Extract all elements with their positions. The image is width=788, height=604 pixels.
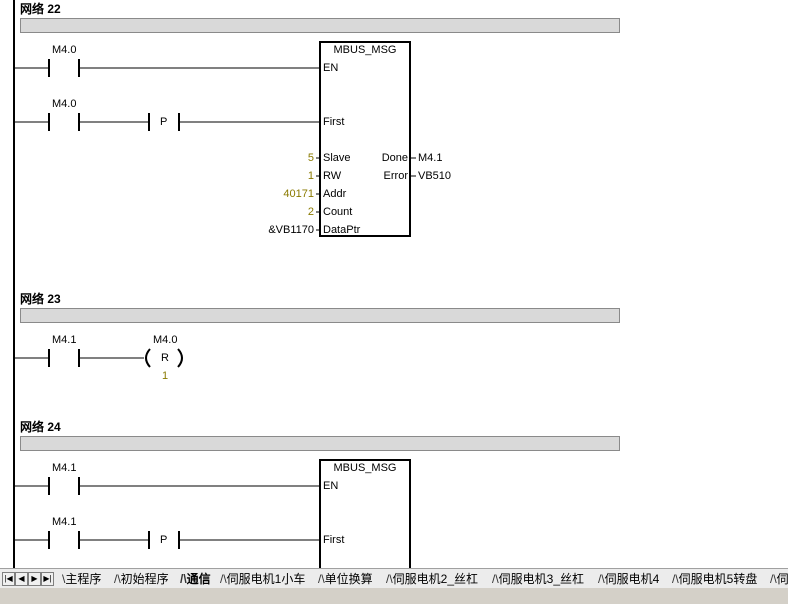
param-value-slave[interactable]: 5 — [307, 152, 314, 164]
tab-bar: |◀ ◀ ▶ ▶| \主程序 /\初始程序 /\通信 /\伺服电机1小车 /\单… — [0, 568, 788, 589]
block-input-label: EN — [323, 480, 339, 492]
coil-n23[interactable] — [145, 348, 183, 368]
tab-main-program[interactable]: \主程序 — [62, 572, 102, 586]
tab-label: 单位换算 — [324, 572, 373, 586]
block-input-label: First — [323, 116, 345, 128]
block-input-label: First — [323, 534, 345, 546]
edge-label: P — [160, 534, 168, 546]
block-title: MBUS_MSG — [333, 44, 397, 56]
contact-n23-1[interactable] — [14, 349, 144, 367]
block-title: MBUS_MSG — [333, 462, 397, 474]
param-value-dataptr[interactable]: &VB1170 — [268, 224, 314, 236]
network-title: 网络 24 — [20, 420, 61, 434]
block-input-label: Count — [323, 206, 353, 218]
contact-address: M4.1 — [52, 334, 77, 346]
block-output-label: Error — [383, 170, 408, 182]
nav-prev-button[interactable]: ◀ — [15, 572, 28, 586]
mbus-msg-block-n24[interactable] — [319, 459, 411, 568]
contact-n22-2[interactable] — [14, 113, 320, 131]
tab-label: 通信 — [186, 572, 211, 586]
tab-unit-convert[interactable]: /\单位换算 — [318, 572, 373, 586]
tab-label: 伺服电机3_丝杠 — [498, 572, 585, 586]
tab-servo4[interactable]: /\伺服电机4 — [598, 572, 660, 586]
network-comment[interactable] — [20, 436, 620, 451]
tab-servo1-car[interactable]: /\伺服电机1小车 — [220, 572, 306, 586]
coil-count[interactable]: 1 — [162, 370, 169, 382]
param-value-count[interactable]: 2 — [307, 206, 314, 218]
tab-label: 伺 — [776, 572, 788, 586]
tab-init-program[interactable]: /\初始程序 — [114, 572, 169, 586]
contact-address: M4.0 — [52, 98, 77, 110]
block-output-label: Done — [381, 152, 408, 164]
coil-address: M4.0 — [153, 334, 178, 346]
tab-label: 初始程序 — [120, 572, 169, 586]
ladder-wiring — [13, 0, 416, 568]
tab-label: 伺服电机5转盘 — [678, 572, 758, 586]
nav-next-button[interactable]: ▶ — [28, 572, 41, 586]
network-comment[interactable] — [20, 308, 620, 323]
network-title: 网络 22 — [20, 2, 61, 16]
mbus-msg-block-n22[interactable] — [319, 41, 411, 237]
tab-label: 主程序 — [65, 572, 102, 586]
contact-n24-1[interactable] — [14, 477, 320, 495]
param-value-rw[interactable]: 1 — [307, 170, 314, 182]
block-input-label: Addr — [323, 188, 347, 200]
block-input-label: DataPtr — [323, 224, 361, 236]
tab-communication[interactable]: /\通信 — [180, 572, 211, 586]
param-value-error[interactable]: VB510 — [418, 170, 452, 182]
tab-label: 伺服电机4 — [604, 572, 660, 586]
tab-overflow[interactable]: /\伺 — [770, 572, 788, 586]
param-value-addr[interactable]: 40171 — [283, 188, 314, 200]
contact-address: M4.0 — [52, 44, 77, 56]
coil-type: R — [161, 352, 169, 364]
network-comment[interactable] — [20, 18, 620, 33]
network-title: 网络 23 — [20, 292, 61, 306]
edge-label: P — [160, 116, 168, 128]
tab-servo3-screw[interactable]: /\伺服电机3_丝杠 — [492, 572, 585, 586]
block-input-label: EN — [323, 62, 339, 74]
tab-servo5-turntable[interactable]: /\伺服电机5转盘 — [672, 572, 758, 586]
nav-last-button[interactable]: ▶| — [41, 572, 54, 586]
nav-first-button[interactable]: |◀ — [2, 572, 15, 586]
contact-n24-2[interactable] — [14, 531, 320, 549]
status-strip — [0, 588, 788, 604]
block-input-label: Slave — [323, 152, 351, 164]
contact-n22-1[interactable] — [14, 59, 320, 77]
tab-servo2-screw[interactable]: /\伺服电机2_丝杠 — [386, 572, 479, 586]
tab-label: 伺服电机1小车 — [226, 572, 306, 586]
contact-address: M4.1 — [52, 516, 77, 528]
block-input-label: RW — [323, 170, 342, 182]
param-value-done[interactable]: M4.1 — [418, 152, 443, 164]
tab-label: 伺服电机2_丝杠 — [392, 572, 479, 586]
contact-address: M4.1 — [52, 462, 77, 474]
ladder-editor[interactable]: 网络 22 M4.0 M4.0 P MBUS_MSG EN First Slav… — [0, 0, 788, 568]
